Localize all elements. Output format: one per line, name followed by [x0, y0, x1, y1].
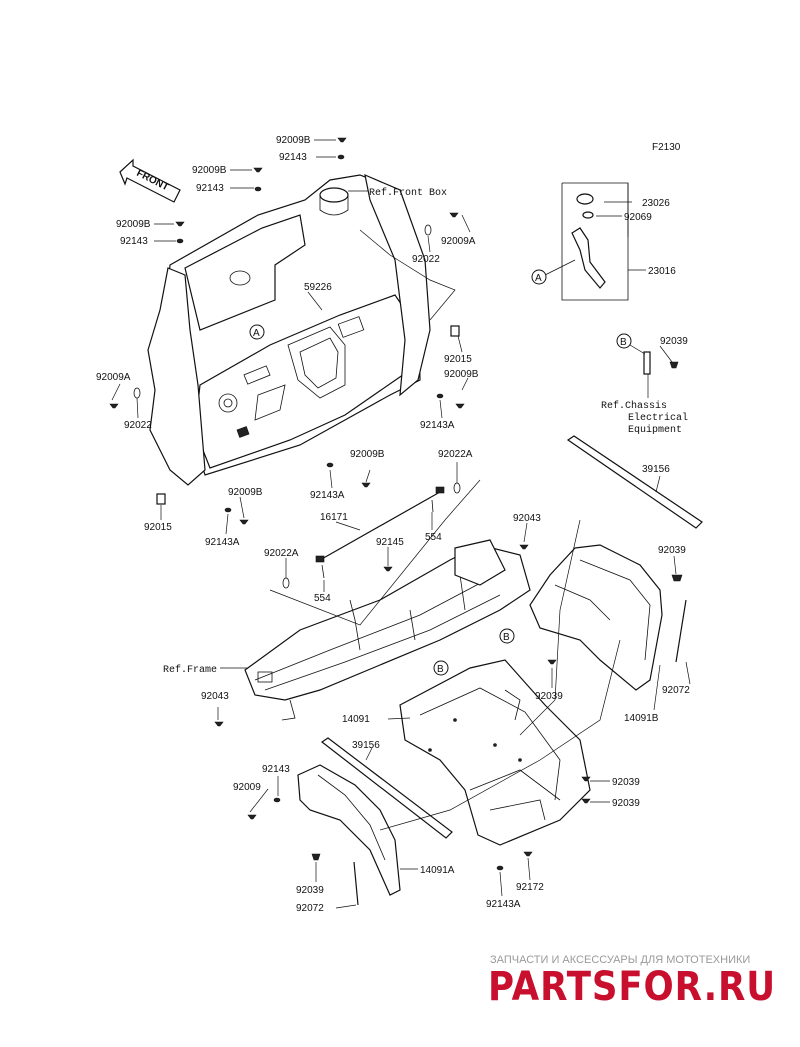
part-label-92039-6: 92039	[296, 885, 324, 896]
strip-39156-lower	[320, 737, 453, 839]
callout-a-inset: A	[531, 269, 547, 285]
part-label-23026: 23026	[642, 198, 670, 209]
part-label-92172: 92172	[516, 882, 544, 893]
inset-23016	[544, 182, 629, 301]
part-label-92009B-6: 92009B	[228, 487, 263, 498]
part-label-92022-2: 92022	[124, 420, 152, 431]
part-label-92039-1: 92039	[660, 336, 688, 347]
part-label-92039-2: 92039	[658, 545, 686, 556]
part-label-39156-2: 39156	[352, 740, 380, 751]
callout-b-frame: B	[499, 628, 515, 644]
ref-chassis-3: Equipment	[628, 424, 682, 436]
leader-lines	[111, 139, 691, 909]
part-label-92009A-2: 92009A	[96, 372, 131, 383]
callout-b-chassis: B	[616, 333, 632, 349]
part-label-92143-2: 92143	[196, 183, 224, 194]
part-label-92022-1: 92022	[412, 254, 440, 265]
callout-b-panel-label: B	[437, 664, 444, 675]
part-label-92039-4: 92039	[612, 777, 640, 788]
part-label-92143A-4: 92143A	[486, 899, 521, 910]
part-label-23016: 23016	[648, 266, 676, 277]
fender-14091A	[297, 764, 401, 906]
part-label-92009B-1: 92009B	[276, 135, 311, 146]
callout-b-chassis-label: B	[620, 337, 627, 348]
callout-a-inset-label: A	[535, 273, 542, 284]
watermark-brand: PARTSFOR.RU	[488, 964, 776, 1010]
part-label-16171: 16171	[320, 512, 348, 523]
part-label-92069: 92069	[624, 212, 652, 223]
part-label-92015-1: 92015	[444, 354, 472, 365]
part-label-92043-1: 92043	[513, 513, 541, 524]
frame	[244, 539, 531, 721]
part-label-14091: 14091	[342, 714, 370, 725]
part-label-59226: 59226	[304, 282, 332, 293]
dash-panel-59226	[147, 173, 431, 486]
watermark-tagline: ЗАПЧАСТИ И АКСЕССУАРЫ ДЛЯ МОТОТЕХНИКИ	[490, 954, 750, 966]
part-label-92143A-1: 92143A	[420, 420, 455, 431]
part-label-92072-2: 92072	[296, 903, 324, 914]
front-arrow-icon: FRONT	[119, 158, 181, 203]
part-label-14091A: 14091A	[420, 865, 455, 876]
figure-id: F2130	[652, 142, 681, 153]
part-label-92143-1: 92143	[279, 152, 307, 163]
part-label-92143A-2: 92143A	[310, 490, 345, 501]
part-label-92009B-5: 92009B	[350, 449, 385, 460]
part-labels: 92009B 92143 92009B 92143 92009B 92143 9…	[96, 135, 690, 914]
panel-14091	[399, 659, 591, 846]
part-label-92143A-3: 92143A	[205, 537, 240, 548]
part-label-92043-2: 92043	[201, 691, 229, 702]
fasteners	[109, 137, 591, 871]
part-label-92039-3: 92039	[535, 691, 563, 702]
ref-chassis-1: Ref.Chassis	[601, 400, 667, 412]
chassis-connector	[629, 344, 679, 398]
part-label-92143-3: 92143	[120, 236, 148, 247]
rod-16171	[315, 486, 445, 579]
part-label-92009A-1: 92009A	[441, 236, 476, 247]
part-label-554-2: 554	[314, 593, 331, 604]
part-label-92072-1: 92072	[662, 685, 690, 696]
part-label-14091B: 14091B	[624, 713, 659, 724]
part-label-92143-4: 92143	[262, 764, 290, 775]
ref-front-box: Ref.Front Box	[369, 187, 447, 199]
callout-a-upper-label: A	[253, 328, 260, 339]
part-label-92009B-2: 92009B	[192, 165, 227, 176]
fender-14091B	[529, 544, 687, 691]
part-label-554-1: 554	[425, 532, 442, 543]
part-label-92015-2: 92015	[144, 522, 172, 533]
ref-chassis-2: Electrical	[628, 412, 688, 424]
part-label-92039-5: 92039	[612, 798, 640, 809]
part-label-92009: 92009	[233, 782, 261, 793]
part-label-39156-1: 39156	[642, 464, 670, 475]
part-label-92009B-3: 92009B	[116, 219, 151, 230]
part-label-92009B-4: 92009B	[444, 369, 479, 380]
part-label-92022A-1: 92022A	[438, 449, 473, 460]
ref-frame: Ref.Frame	[163, 664, 217, 676]
part-label-92022A-2: 92022A	[264, 548, 299, 559]
part-label-92145: 92145	[376, 537, 404, 548]
callout-b-frame-label: B	[503, 632, 510, 643]
callout-a-upper: A	[249, 324, 265, 340]
strip-39156-upper	[566, 435, 703, 529]
callout-b-panel: B	[433, 660, 449, 676]
